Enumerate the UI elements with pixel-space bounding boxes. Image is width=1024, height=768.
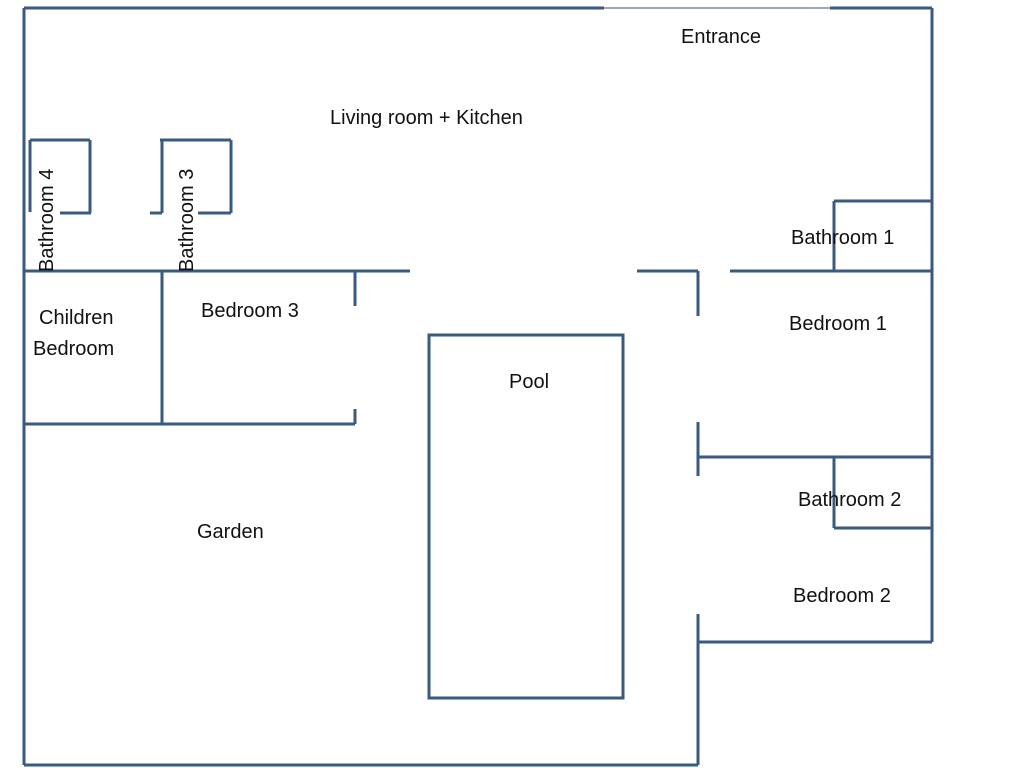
bedroom-2-label: Bedroom 2 [793, 585, 891, 607]
children-bedroom-label-line2: Bedroom [33, 338, 114, 360]
bathroom-3-label: Bathroom 3 [176, 169, 198, 272]
pool-outline [427, 333, 625, 700]
bathroom-4-walls [28, 138, 92, 215]
outer-walls [22, 6, 934, 767]
living-kitchen-label: Living room + Kitchen [330, 107, 523, 129]
pool-label: Pool [509, 371, 549, 393]
bathroom-1-label: Bathroom 1 [791, 227, 894, 249]
bedroom-1-label: Bedroom 1 [789, 313, 887, 335]
bedroom-3-label: Bedroom 3 [201, 300, 299, 322]
bathroom-4-label: Bathroom 4 [36, 169, 58, 272]
right-rooms-walls [637, 199, 932, 765]
children-bedroom-label-line1: Children [39, 307, 113, 329]
bathroom-3-walls [150, 138, 233, 215]
garden-label: Garden [197, 521, 264, 543]
bathroom-2-label: Bathroom 2 [798, 489, 901, 511]
entrance-label: Entrance [681, 26, 761, 48]
bedroom-block-walls [24, 269, 410, 426]
